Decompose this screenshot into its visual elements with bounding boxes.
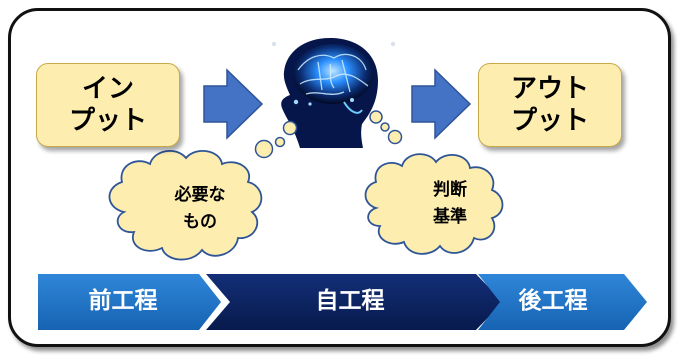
thought-cloud-left-text: 必要な もの: [174, 185, 226, 233]
thought-dot-left-1: [282, 120, 298, 136]
thought-dot-right-3: [387, 129, 403, 145]
thought-dots: [254, 110, 403, 159]
self-process-label: 自工程: [315, 288, 385, 314]
arrow-input-to-brain: [203, 68, 264, 140]
thought-cloud-left: [108, 150, 263, 261]
chevron-previous-process: [38, 274, 221, 330]
arrow-brain-to-output: [411, 68, 472, 140]
next-process-label: 後工程: [518, 288, 588, 314]
chevron-next-process: [478, 274, 647, 330]
thought-dot-right-2: [380, 122, 390, 132]
chevron-self-process: [206, 274, 503, 330]
output-box: アウト プット: [478, 63, 622, 147]
input-box: イン プット: [36, 63, 180, 147]
thought-cloud-right: [364, 153, 504, 255]
thought-dot-right-1: [369, 110, 383, 124]
thought-cloud-right-text: 判断 基準: [433, 180, 467, 228]
thought-dot-left-3: [254, 139, 274, 159]
brain-icon: [271, 38, 396, 148]
previous-process-label: 前工程: [88, 288, 158, 314]
thought-dot-left-2: [274, 136, 286, 148]
